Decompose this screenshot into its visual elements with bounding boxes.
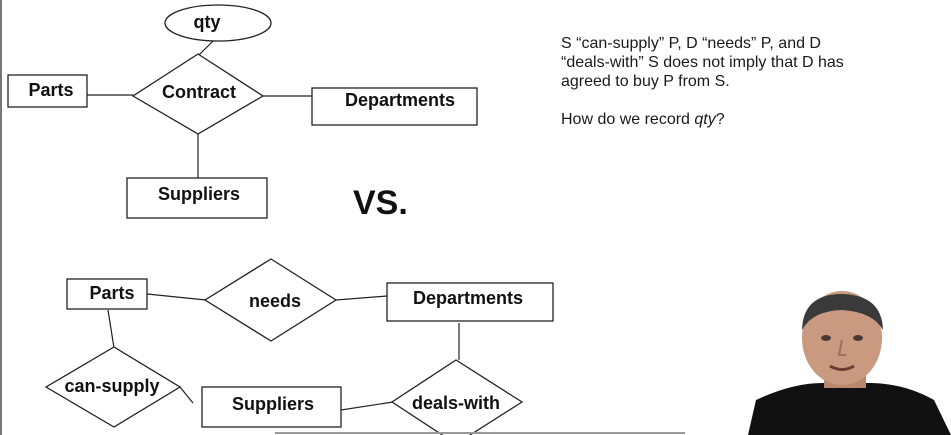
relationship-needs-label: needs [249,291,301,311]
entity-parts-box-2 [66,278,148,310]
entity-departments-label-2: Departments [413,288,523,308]
entity-departments-label: Departments [345,90,455,110]
speaker-eye-left [821,335,831,341]
link-needs-departments [335,295,388,301]
question-term: qty [694,111,716,128]
link-suppliers-deals-with [340,401,394,411]
entity-departments-box [311,87,478,126]
entity-suppliers-box [126,177,268,219]
slide-notes: S “can-supply” P, D “needs” P, and D “de… [561,34,946,148]
speaker-image [748,291,951,435]
link-parts-needs [146,293,207,301]
entity-suppliers-label: Suppliers [158,184,240,204]
attribute-qty-oval [164,4,272,42]
entity-departments-box-2 [386,282,554,322]
speaker-face [802,291,882,385]
entity-suppliers-box-2 [201,386,342,428]
relationship-can-supply-label: can-supply [64,376,159,396]
versus-label: VS. [353,184,408,222]
relationship-deals-with-diamond [390,359,524,435]
top-diagram: qty Parts Contract Departments Suppliers [7,4,478,219]
speaker-shirt [748,382,951,435]
implication-note: S “can-supply” P, D “needs” P, and D “de… [561,34,946,91]
speaker-eye-right [853,335,863,341]
question-suffix: ? [715,111,725,128]
relationship-deals-with-label: deals-with [412,393,500,413]
note-line-3: agreed to buy P from S. [561,73,730,90]
question-prefix: How do we record [561,111,695,128]
entity-parts-label: Parts [28,80,73,100]
entity-parts-box [7,74,88,108]
entity-parts-label-2: Parts [89,283,134,303]
link-parts-can-supply [107,309,115,349]
relationship-contract-label: Contract [162,82,236,102]
bottom-diagram: Parts needs Departments can-supply Suppl… [44,258,554,435]
entity-suppliers-label-2: Suppliers [232,394,314,414]
relationship-needs-diamond [203,258,338,342]
note-line-1: S “can-supply” P, D “needs” P, and D [561,35,821,52]
bottom-divider [275,432,685,434]
link-can-supply-suppliers [179,386,194,404]
note-line-2: “deals-with” S does not imply that D has [561,54,844,71]
speaker-hair [802,294,883,330]
bottom-diagram-links [107,293,460,411]
speaker-mouth [829,364,855,371]
relationship-can-supply-diamond [44,346,182,428]
left-edge-divider [0,0,2,435]
relationship-contract-diamond [131,53,265,135]
qty-question: How do we record qty? [561,110,946,129]
speaker-nose [837,339,846,356]
attribute-qty-label: qty [194,12,221,32]
speaker-video [746,288,951,435]
